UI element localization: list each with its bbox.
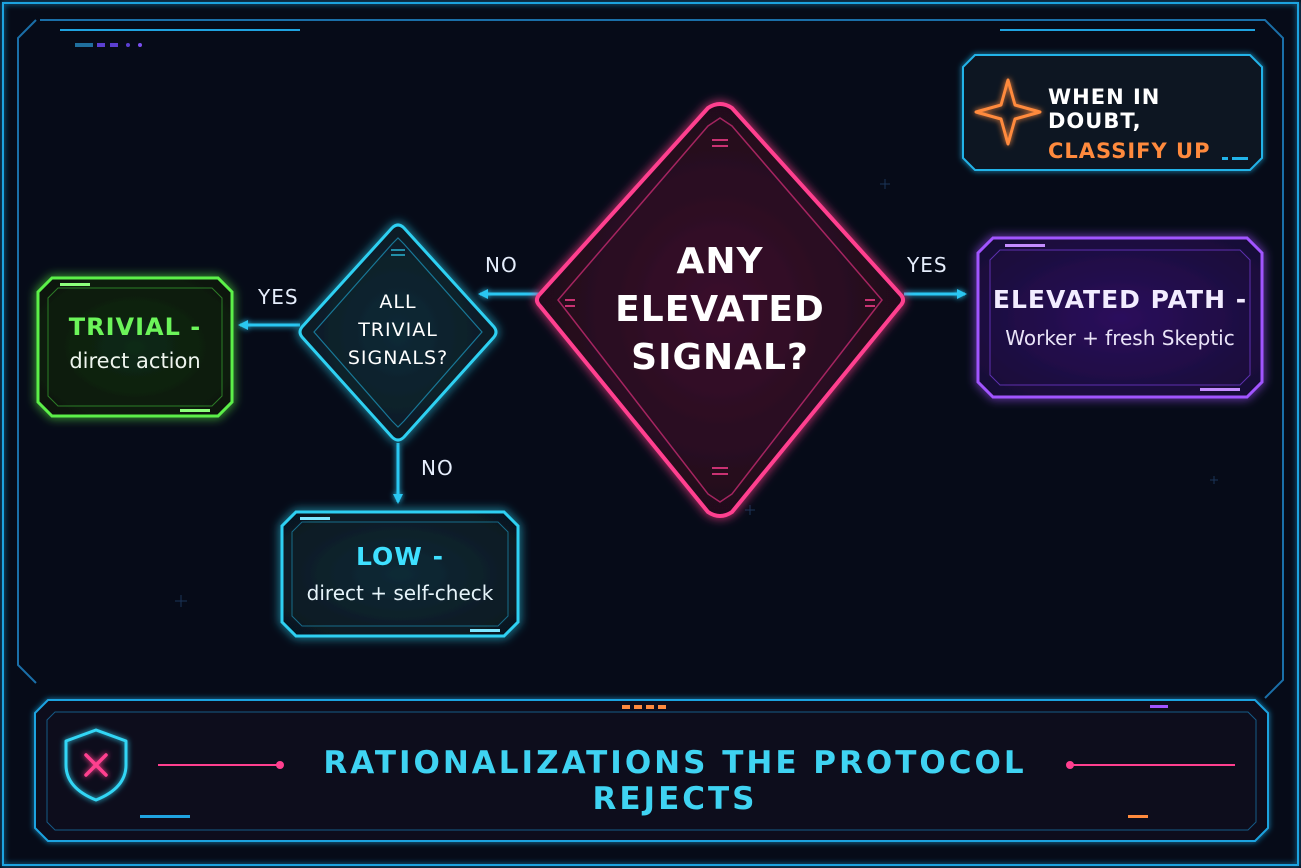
elevated-signal-decision-label: ANY ELEVATED SIGNAL? bbox=[600, 238, 840, 382]
low-box-shape bbox=[280, 510, 520, 638]
tip-line-2: CLASSIFY UP bbox=[1048, 139, 1211, 163]
trivial-decision-line-3: SIGNALS? bbox=[347, 347, 449, 369]
elevated-decision-line-3: SIGNAL? bbox=[631, 337, 809, 378]
trivial-box: TRIVIAL - direct action bbox=[40, 313, 230, 373]
low-subtitle: direct + self-check bbox=[306, 581, 494, 605]
footer-banner-title: RATIONALIZATIONS THE PROTOCOL REJECTS bbox=[323, 745, 1027, 817]
trivial-title: TRIVIAL - bbox=[68, 313, 202, 341]
elevated-decision-line-2: ELEVATED bbox=[615, 289, 825, 330]
tip-line-1: WHEN IN DOUBT, bbox=[1048, 85, 1161, 133]
trivial-decision-line-2: TRIVIAL bbox=[358, 319, 438, 341]
trivial-signals-decision-shape bbox=[298, 223, 498, 442]
low-box: LOW - direct + self-check bbox=[284, 542, 516, 605]
footer-banner-frame bbox=[34, 699, 1269, 842]
edge-label-trivial-yes: YES bbox=[258, 285, 299, 309]
trivial-subtitle: direct action bbox=[69, 349, 201, 373]
edge-label-trivial-no: NO bbox=[421, 456, 454, 480]
trivial-box-shape bbox=[36, 276, 234, 418]
elevated-signal-decision-shape bbox=[535, 102, 905, 518]
tip-callout: WHEN IN DOUBT, CLASSIFY UP bbox=[1048, 85, 1248, 163]
edge-label-elevated-no: NO bbox=[485, 253, 518, 277]
elevated-decision-line-1: ANY bbox=[676, 241, 764, 282]
trivial-signals-decision-label: ALL TRIVIAL SIGNALS? bbox=[320, 288, 476, 372]
elevated-path-subtitle: Worker + fresh Skeptic bbox=[1005, 326, 1235, 350]
shield-x-icon bbox=[64, 728, 128, 802]
tip-callout-frame bbox=[962, 54, 1263, 171]
edge-label-elevated-yes: YES bbox=[907, 253, 948, 277]
elevated-path-title: ELEVATED PATH - bbox=[992, 285, 1248, 314]
trivial-decision-line-1: ALL bbox=[379, 291, 417, 313]
elevated-path-box-shape bbox=[976, 236, 1264, 399]
four-point-star-icon bbox=[974, 78, 1042, 146]
flow-edges bbox=[238, 289, 967, 504]
elevated-path-box: ELEVATED PATH - Worker + fresh Skeptic bbox=[985, 285, 1255, 350]
low-title: LOW - bbox=[356, 542, 444, 571]
background-markers bbox=[175, 179, 1218, 607]
